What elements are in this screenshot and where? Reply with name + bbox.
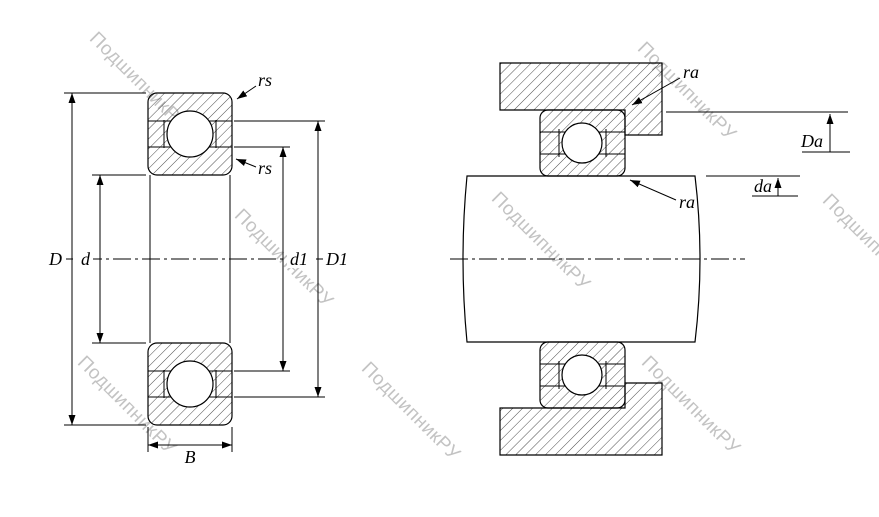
dim-label-rs-outer: rs [258, 70, 272, 90]
dim-label-D: D [48, 249, 62, 269]
dimension-da: da [706, 175, 800, 197]
ball-top [166, 110, 214, 158]
dimension-D: D [44, 92, 146, 426]
ball-bottom-mounted [561, 354, 603, 396]
ball-bottom [166, 360, 214, 408]
shaft [462, 175, 701, 343]
label-backplate [287, 249, 312, 268]
label-backplate [44, 249, 66, 268]
label-backplate [77, 249, 93, 268]
raceway-and-cage-lines [148, 120, 232, 398]
dim-label-ra-shaft: ra [679, 192, 695, 212]
dim-label-d: d [81, 249, 91, 269]
dim-label-ra-housing: ra [683, 62, 699, 82]
dim-label-rs-inner: rs [258, 158, 272, 178]
dim-label-D1: D1 [325, 249, 348, 269]
dimension-d: d [77, 174, 146, 344]
dim-label-Da: Da [800, 131, 823, 151]
dim-label-d1: d1 [290, 249, 308, 269]
leader-ra-housing: ra [631, 62, 699, 106]
dimension-D1: D1 [234, 120, 351, 398]
leader-rs-inner: rs [235, 158, 272, 178]
dim-label-B: B [185, 447, 196, 467]
leader-ra-shaft: ra [629, 179, 695, 212]
dim-label-da: da [754, 176, 772, 196]
dimension-B: B [147, 427, 233, 467]
left-view-bearing-section: D d d1 [44, 70, 351, 467]
label-backplate [323, 249, 351, 268]
leader-rs-outer: rs [236, 70, 272, 100]
dimension-d1: d1 [234, 146, 312, 372]
dimension-Da: Da [666, 111, 850, 153]
ball-top-mounted [561, 122, 603, 164]
raceway-and-cage-lines-mounted [540, 129, 625, 389]
right-view-mounted-section: ra ra Da da [450, 62, 850, 456]
